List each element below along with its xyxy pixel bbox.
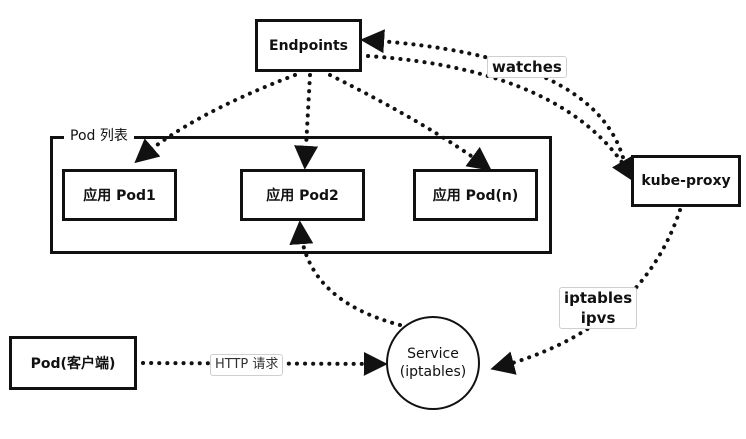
edge-service-pod2 bbox=[289, 220, 402, 327]
iptables-text: iptables bbox=[564, 289, 633, 307]
service-node[interactable]: Service (iptables) bbox=[386, 316, 480, 410]
pod2-node[interactable]: 应用 Pod2 bbox=[240, 169, 365, 221]
service-mode-label: (iptables) bbox=[399, 364, 467, 380]
edge-endpoints-pod2 bbox=[294, 73, 319, 170]
pod-list-group-label: Pod 列表 bbox=[64, 125, 134, 145]
edge-kubeproxy-endpoints bbox=[360, 29, 627, 167]
endpoints-node[interactable]: Endpoints bbox=[255, 19, 362, 72]
pod1-node[interactable]: 应用 Pod1 bbox=[62, 169, 177, 221]
ipvs-text: ipvs bbox=[580, 309, 616, 327]
service-label: Service bbox=[407, 346, 459, 362]
podn-node[interactable]: 应用 Pod(n) bbox=[413, 169, 538, 221]
edge-endpoints-pod1 bbox=[134, 73, 297, 164]
edge-endpoints-kubeproxy bbox=[366, 54, 635, 183]
client-pod-node[interactable]: Pod(客户端) bbox=[9, 336, 137, 390]
kube-proxy-node[interactable]: kube-proxy bbox=[631, 155, 741, 207]
watches-label: watches bbox=[487, 56, 567, 78]
http-request-label: HTTP 请求 bbox=[210, 354, 284, 376]
iptables-ipvs-label: iptables ipvs bbox=[559, 287, 638, 329]
pod-list-group bbox=[50, 136, 552, 254]
edge-endpoints-podn bbox=[328, 73, 492, 171]
